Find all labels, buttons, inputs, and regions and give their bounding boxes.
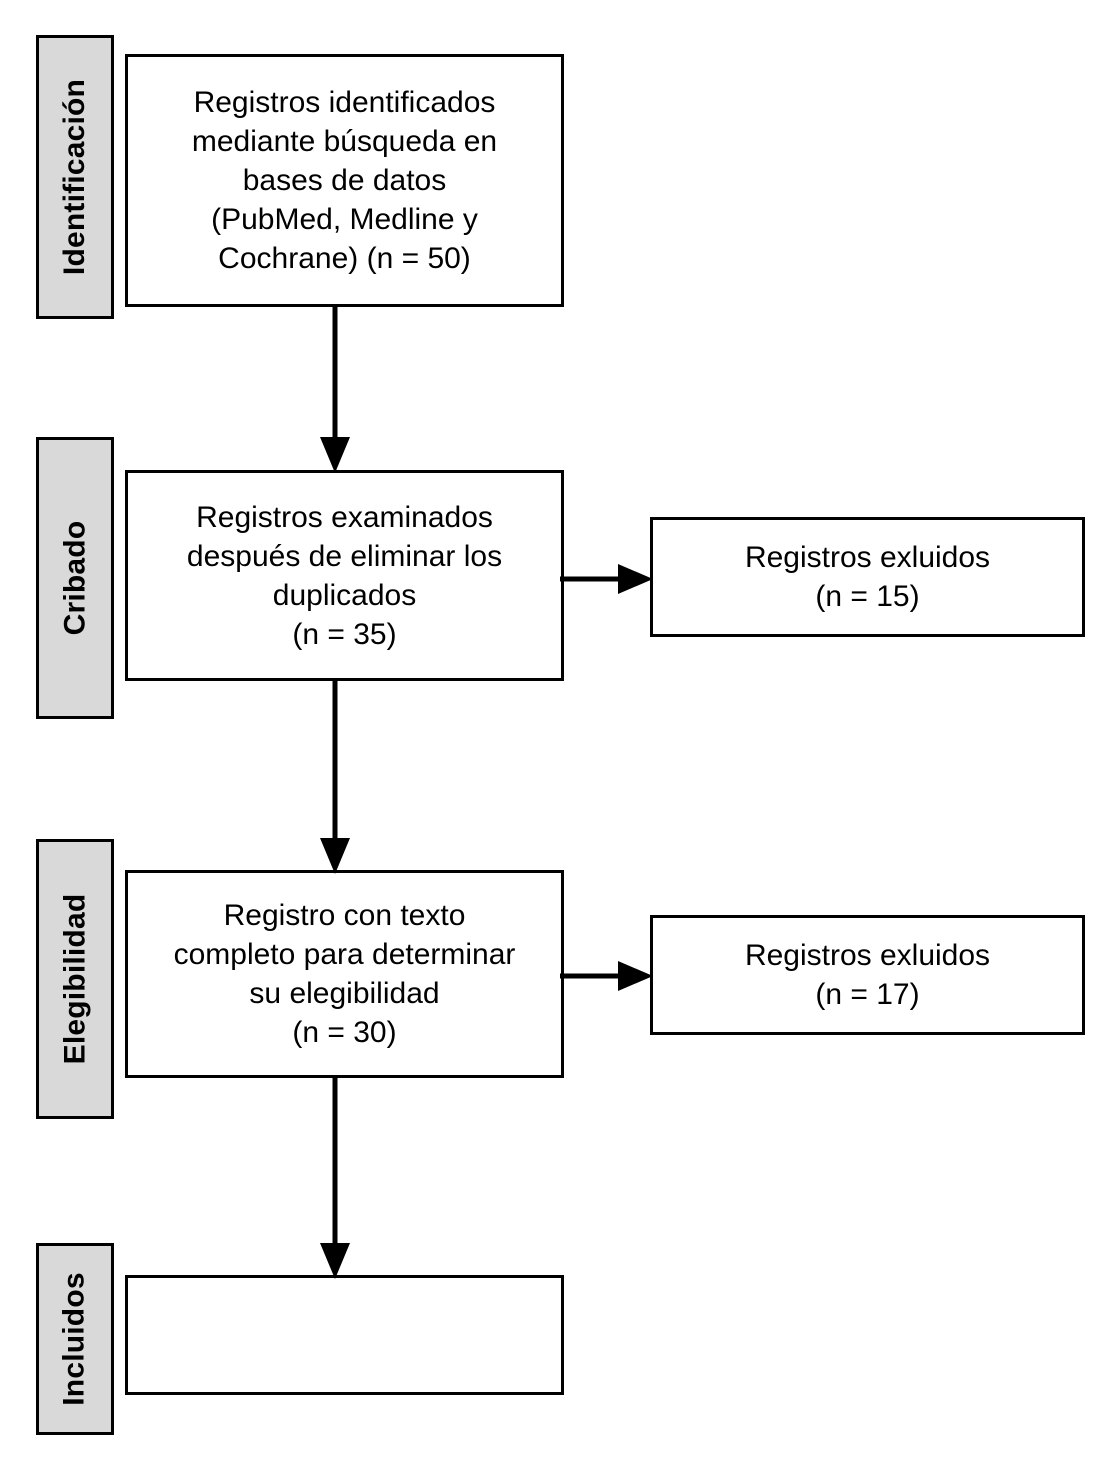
stage-label-elegibilidad-text: Elegibilidad — [58, 893, 92, 1065]
arrow-screened-to-excluded — [560, 564, 653, 594]
box-fulltext-eligibility-text: Registro con texto completo para determi… — [173, 899, 516, 1049]
arrow-identified-to-screened — [320, 305, 350, 473]
box-records-excluded-eligibility-text: Registros exluidos (n = 17) — [744, 939, 991, 1011]
stage-label-cribado: Cribado — [36, 437, 114, 719]
stage-label-identificacion-text: Identificación — [58, 78, 92, 276]
box-fulltext-eligibility: Registro con texto completo para determi… — [125, 870, 564, 1078]
stage-label-identificacion: Identificación — [36, 35, 114, 319]
arrow-eligibility-to-excluded — [560, 961, 653, 991]
box-records-screened-text: Registros examinados después de eliminar… — [186, 500, 503, 651]
box-records-excluded-screening-text: Registros exluidos (n = 15) — [744, 541, 991, 613]
box-records-excluded-eligibility: Registros exluidos (n = 17) — [650, 915, 1085, 1035]
arrow-eligibility-to-included — [320, 1076, 350, 1279]
box-records-identified: Registros identificados mediante búsqued… — [125, 54, 564, 307]
box-studies-included — [125, 1275, 564, 1395]
box-records-identified-text: Registros identificados mediante búsqued… — [191, 86, 498, 275]
stage-label-elegibilidad: Elegibilidad — [36, 839, 114, 1119]
arrow-screened-to-eligibility — [320, 679, 350, 874]
box-records-excluded-screening: Registros exluidos (n = 15) — [650, 517, 1085, 637]
stage-label-incluidos: Incluidos — [36, 1243, 114, 1435]
box-records-screened: Registros examinados después de eliminar… — [125, 470, 564, 681]
stage-label-cribado-text: Cribado — [58, 520, 91, 636]
stage-label-incluidos-text: Incluidos — [58, 1272, 92, 1406]
